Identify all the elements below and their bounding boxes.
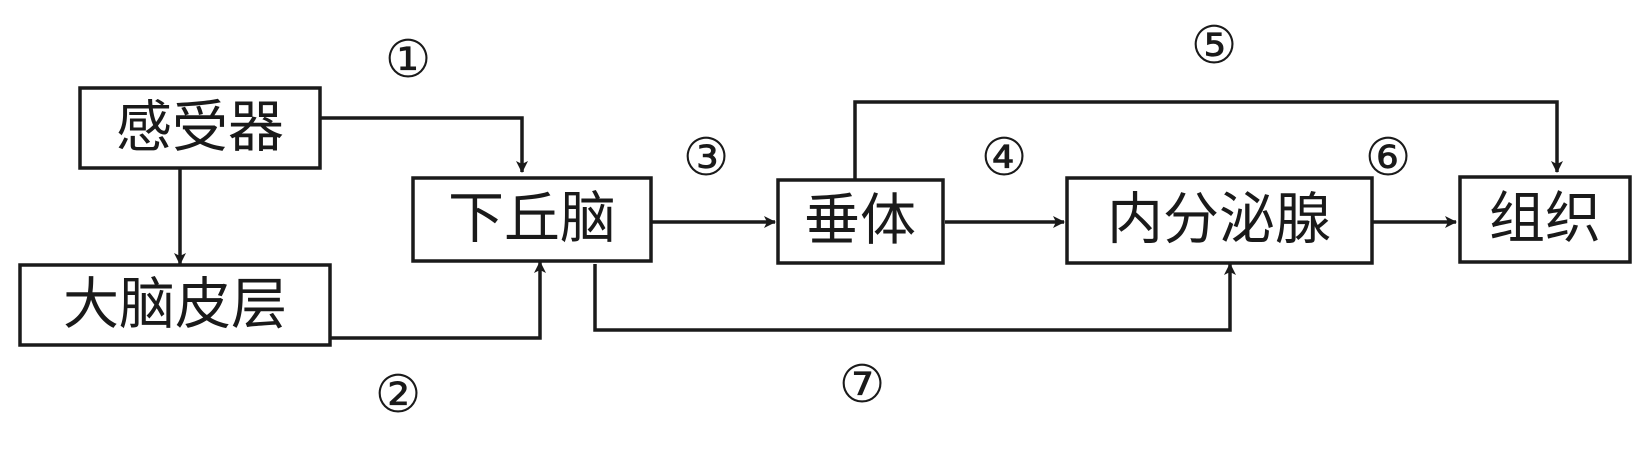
node-cortex: 大脑皮层 (18, 263, 332, 347)
pathway-label-1: ① (385, 30, 432, 90)
edge-receptor-to-hypothalamus (320, 116, 528, 173)
node-cortex-label: 大脑皮层 (63, 273, 287, 338)
edge-pituitary-to-tissue (853, 100, 1563, 180)
node-pituitary-label: 垂体 (804, 189, 916, 254)
node-receptor-label: 感受器 (116, 96, 284, 161)
node-tissue: 组织 (1458, 175, 1632, 264)
pathway-label-3: ③ (683, 128, 730, 188)
pathway-label-4: ④ (981, 128, 1028, 188)
node-hypothalamus: 下丘脑 (411, 176, 653, 263)
edge-hypothalamus-to-endocrine (593, 263, 1236, 332)
pathway-label-2: ② (375, 365, 422, 425)
pathway-label-6: ⑥ (1365, 128, 1412, 188)
pathway-label-7: ⑦ (839, 355, 886, 415)
pathway-label-5: ⑤ (1191, 16, 1238, 76)
node-hypothalamus-label: 下丘脑 (448, 187, 616, 252)
edge-cortex-to-hypothalamus (330, 261, 546, 340)
node-endocrine: 内分泌腺 (1065, 176, 1374, 265)
node-receptor: 感受器 (78, 86, 322, 170)
node-pituitary: 垂体 (776, 178, 945, 265)
node-tissue-label: 组织 (1489, 187, 1601, 252)
node-endocrine-label: 内分泌腺 (1107, 188, 1331, 253)
